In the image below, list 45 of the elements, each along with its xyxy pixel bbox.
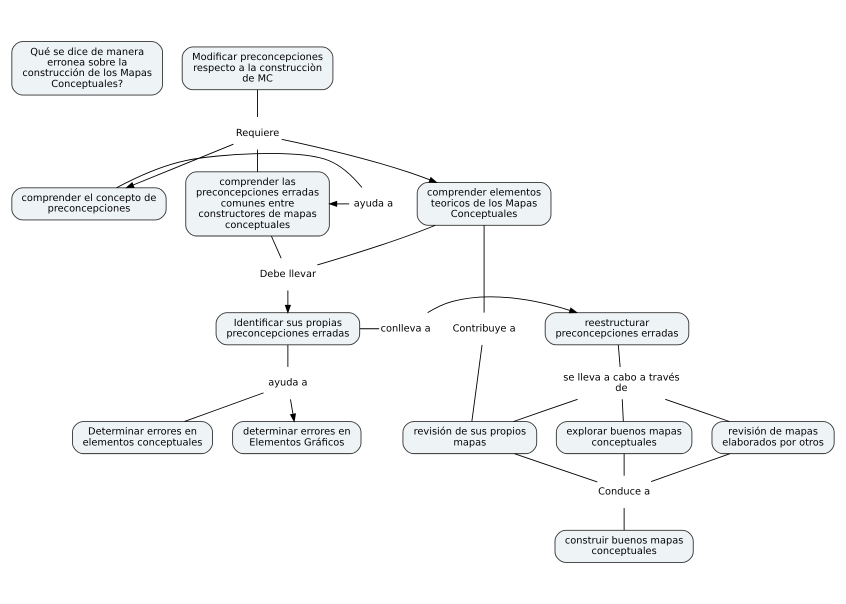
connector — [116, 153, 362, 188]
node-text: ayuda a — [268, 378, 308, 389]
node-text: conlleva a — [380, 323, 431, 334]
arrow — [284, 290, 291, 314]
connector — [622, 398, 624, 422]
node-box: reestructurar preconcepciones erradas — [544, 312, 690, 346]
node-box: explorar buenos mapas conceptuales — [556, 421, 692, 454]
node-text: Conduce a — [598, 486, 650, 498]
node-text: se lleva a cabo a través de — [563, 372, 680, 394]
connector — [618, 344, 621, 368]
connector — [650, 453, 730, 482]
node-text: Debe llevar — [260, 268, 316, 280]
connector — [514, 453, 598, 482]
connector — [624, 508, 625, 531]
arrow — [427, 296, 578, 314]
arrow — [281, 138, 438, 183]
connector — [271, 236, 282, 259]
connector — [184, 392, 264, 422]
node-box: Qué se dice de manera erronea sobre la construcción de los Mapas Conceptuales? — [11, 41, 164, 96]
arrow — [328, 200, 350, 208]
node-text: Requiere — [236, 128, 280, 139]
node-box: comprender las preconcepciones erradas comunes entre constructores de mapas conceptuales — [185, 171, 330, 236]
connector — [359, 328, 380, 330]
node-box: revisión de sus propios mapas — [402, 421, 538, 454]
node-box: Modificar preconcepciones respecto a la construcciòn de MC — [182, 46, 334, 90]
node-box: comprender el concepto de preconcepciones — [11, 187, 167, 220]
node-box: Identificar sus propias preconcepciones erradas — [216, 312, 360, 346]
node-box: revisión de mapas elaborados por otros — [712, 421, 835, 454]
arrow — [290, 398, 296, 423]
node-box: determinar errores en Elementos Gráficos — [232, 421, 362, 454]
connector — [484, 224, 485, 314]
connector — [664, 398, 730, 422]
node-text: Contribuye a — [452, 323, 516, 334]
arrow — [125, 144, 234, 188]
connector — [257, 149, 258, 172]
connector — [316, 224, 436, 266]
node-box: construir buenos mapas conceptuales — [554, 530, 694, 563]
node-text: ayuda a — [354, 198, 394, 210]
connector — [257, 90, 258, 118]
connector — [471, 344, 482, 422]
node-box: Determinar errores en elementos conceptuales — [72, 421, 213, 454]
connector — [287, 344, 288, 368]
node-box: comprender elementos teoricos de los Mapas Conceptuales — [416, 182, 552, 226]
connector — [624, 453, 625, 476]
connector — [513, 398, 578, 422]
